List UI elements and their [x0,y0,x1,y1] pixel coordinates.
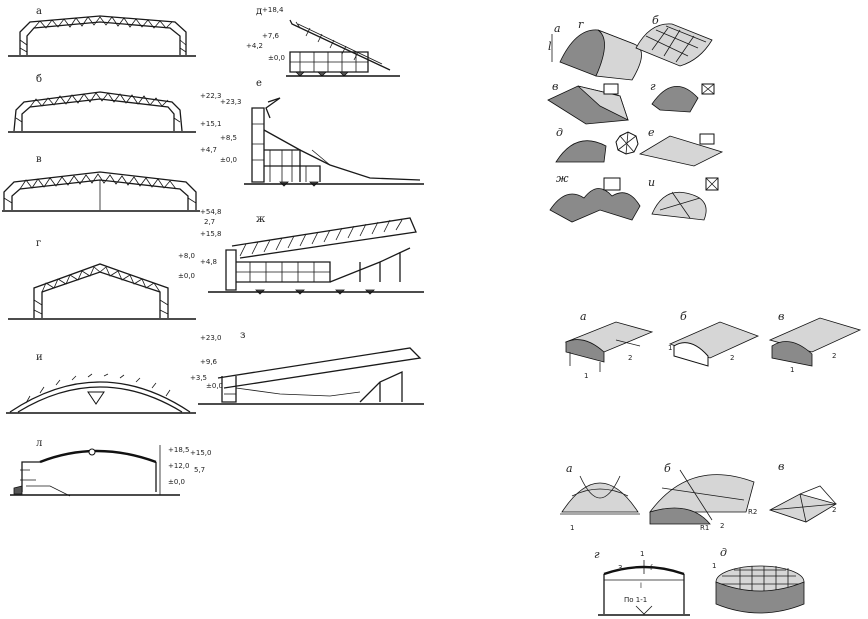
frame-a: а [8,6,196,57]
domes-bottom: а 1 б R1 R2 2 в 2 г 1 3 f l По 1-1 д 1 [560,460,838,616]
svg-text:r: r [578,18,584,31]
svg-text:±0,0: ±0,0 [220,156,237,164]
svg-text:±0,0: ±0,0 [168,478,185,486]
svg-text:б: б [680,310,687,323]
svg-text:3: 3 [618,564,622,572]
stand-z-letter: з [240,330,245,341]
frame-v: в [2,154,200,212]
svg-text:+23,0: +23,0 [200,334,221,342]
svg-text:1: 1 [668,344,672,352]
vaults-middle: а 1 2 б 1 2 в 1 2 [564,310,862,380]
svg-text:+54,8: +54,8 [200,208,221,216]
svg-text:1: 1 [790,366,794,374]
svg-text:1: 1 [712,562,716,570]
svg-text:в: в [778,310,784,323]
frame-b-letter: б [36,74,42,85]
svg-text:+8,5: +8,5 [220,134,237,142]
svg-text:ж: ж [556,172,569,185]
svg-text:R1: R1 [700,524,709,532]
svg-text:По 1-1: По 1-1 [624,596,647,604]
svg-text:+15,0: +15,0 [190,449,211,457]
svg-text:б: б [652,14,659,27]
svg-text:1: 1 [640,550,644,558]
svg-text:1: 1 [584,372,588,380]
svg-text:+12,0: +12,0 [168,462,189,470]
svg-text:+4,8: +4,8 [200,258,217,266]
svg-text:а: а [566,462,573,475]
svg-text:в: в [778,460,784,473]
frame-a-letter: а [36,6,42,17]
svg-text:±0,0: ±0,0 [178,272,195,280]
frame-g-letter: г [36,238,41,249]
svg-text:а: а [580,310,587,323]
svg-text:б: б [664,462,671,475]
svg-text:1: 1 [570,524,574,532]
stand-e-letter: е [256,78,262,89]
svg-text:+15,8: +15,8 [200,230,221,238]
svg-text:г: г [650,80,656,93]
svg-text:5,7: 5,7 [194,466,205,474]
frame-v-letter: в [36,154,42,165]
svg-text:±0,0: ±0,0 [206,382,223,390]
stand-d-letter: д [256,6,262,17]
svg-text:+18,4: +18,4 [262,6,284,14]
svg-text:±0,0: ±0,0 [268,54,285,62]
shells-top: а l r б в г д е ж и [547,14,724,223]
svg-text:а: а [554,22,561,35]
frame-i-letter: и [36,352,43,363]
svg-text:2,7: 2,7 [204,218,215,226]
svg-text:l: l [548,40,552,53]
svg-text:+8,0: +8,0 [178,252,195,260]
svg-text:2: 2 [730,354,734,362]
frame-b: б [8,74,196,133]
stand-d: д +18,4 +7,6 +4,2 ±0,0 [246,6,400,77]
svg-text:е: е [648,126,655,139]
svg-text:+23,3: +23,3 [220,98,241,106]
svg-text:+4,2: +4,2 [246,42,263,50]
svg-text:R2: R2 [748,508,757,516]
stand-e: е +22,3 +23,3 +15,1 +8,5 +4,7 ±0,0 [200,78,424,187]
svg-text:+7,6: +7,6 [262,32,280,40]
svg-text:2: 2 [628,354,632,362]
stand-zh: ж +54,8 2,7 +15,8 +8,0 ±0,0 +4,8 [178,208,424,295]
svg-text:и: и [648,176,655,189]
frame-i: и [6,352,196,414]
svg-text:2: 2 [832,506,836,514]
svg-text:2: 2 [832,352,836,360]
svg-text:f: f [650,564,653,572]
stand-z: з +23,0 +9,6 +3,5 ±0,0 [190,330,424,405]
svg-text:2: 2 [720,522,724,530]
svg-text:в: в [552,80,558,93]
frame-l-letter: л [36,438,42,449]
stand-zh-letter: ж [256,214,266,225]
svg-text:д: д [720,546,727,559]
svg-text:г: г [594,548,600,561]
svg-text:+15,1: +15,1 [200,120,221,128]
frame-l: л +18,5 +15,0 +12,0 5,7 ±0,0 [10,438,211,497]
svg-text:+4,7: +4,7 [200,146,217,154]
frame-g: г [8,238,196,320]
svg-text:l: l [640,582,642,590]
svg-text:+3,5: +3,5 [190,374,207,382]
svg-text:д: д [556,126,563,139]
svg-text:+18,5: +18,5 [168,446,189,454]
svg-text:+9,6: +9,6 [200,358,218,366]
svg-text:+22,3: +22,3 [200,92,221,100]
